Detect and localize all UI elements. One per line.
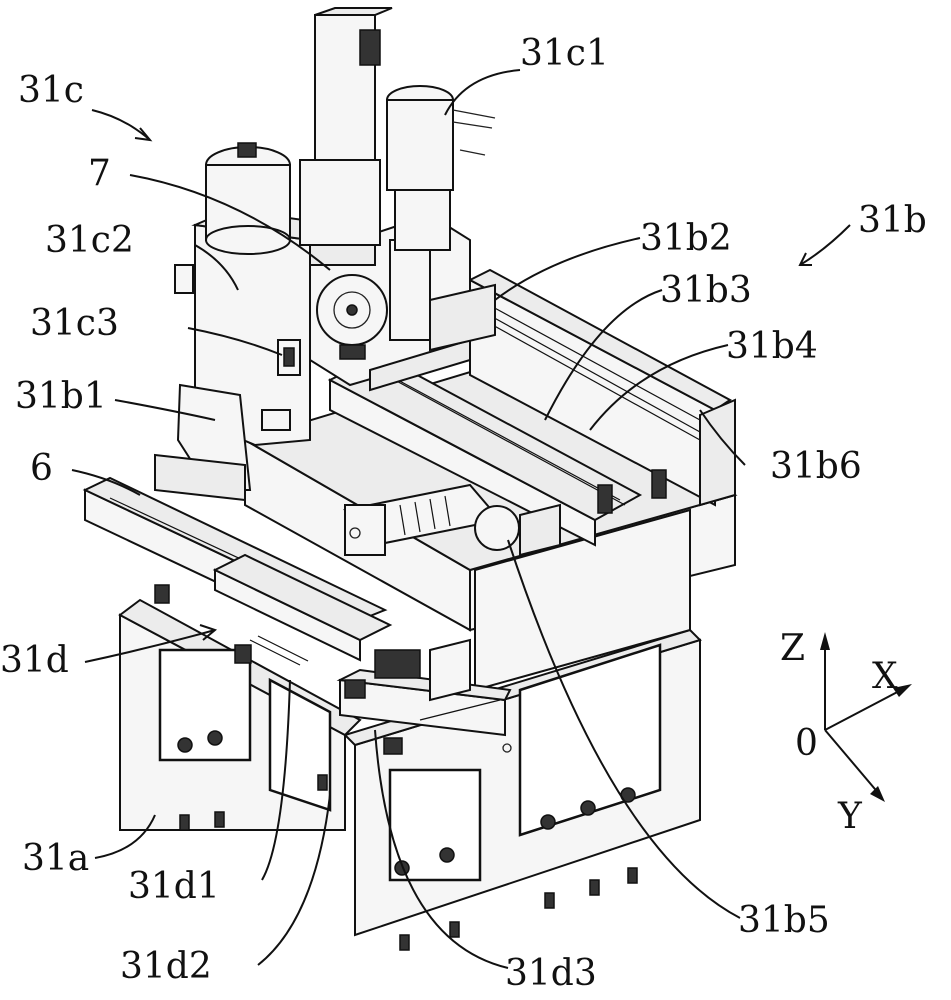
label-31c: 31c: [18, 70, 84, 111]
label-31b2: 31b2: [640, 218, 732, 259]
rail-back: [467, 268, 736, 507]
label-31c2: 31c2: [45, 220, 134, 261]
axis-label-z: Z: [780, 628, 805, 669]
y-slide-assembly: [82, 476, 512, 737]
label-31d2: 31d2: [120, 946, 212, 987]
label-6: 6: [30, 448, 53, 489]
label-31b3: 31b3: [660, 270, 752, 311]
leader-lines: [71, 69, 851, 969]
label-31d: 31d: [0, 640, 69, 681]
label-31b4: 31b4: [726, 326, 818, 367]
label-31b6: 31b6: [770, 446, 862, 487]
axis-label-x: X: [872, 656, 898, 697]
spindle-head: [154, 142, 344, 502]
motor-secondary: [386, 85, 496, 251]
label-31b: 31b: [858, 200, 927, 241]
axis-label-origin: 0: [795, 723, 818, 764]
label-31d1: 31d1: [128, 866, 220, 907]
label-31c1: 31c1: [520, 33, 609, 74]
part-labels: 31c 31c1 7 31c2 31c3 31b1 6 31d 31a 31d1…: [0, 33, 927, 994]
coordinate-axes: Z X 0 Y: [780, 628, 912, 837]
label-31a: 31a: [22, 838, 89, 879]
label-31b5: 31b5: [738, 900, 830, 941]
label-31c3: 31c3: [30, 303, 119, 344]
rail-front: [327, 353, 667, 547]
base-frame-left: [118, 598, 362, 831]
label-31d3: 31d3: [505, 953, 597, 994]
axis-label-y: Y: [837, 796, 863, 837]
motor-main: [299, 7, 393, 266]
label-7: 7: [88, 153, 111, 194]
label-31b1: 31b1: [15, 376, 107, 417]
lead-screw: [343, 483, 561, 557]
